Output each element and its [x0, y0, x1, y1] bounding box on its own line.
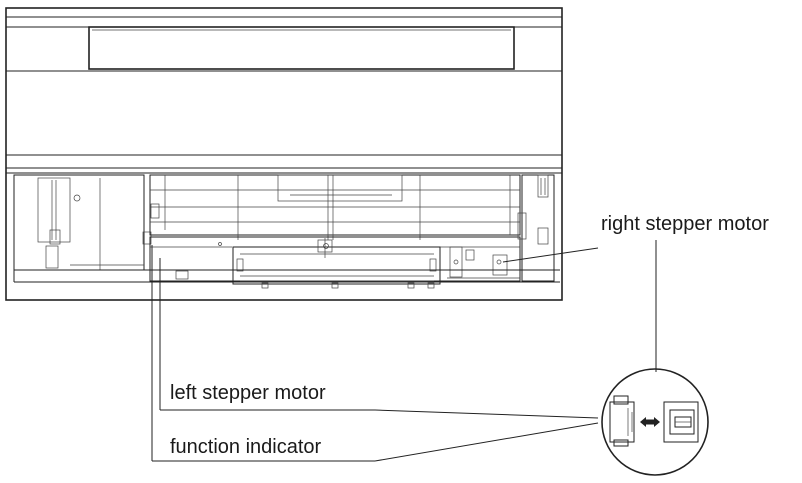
right-stepper-motor-label: right stepper motor	[601, 213, 769, 235]
left-stepper-motor-label: left stepper motor	[170, 382, 326, 404]
internal-mechanics	[13, 174, 560, 289]
connector-detail	[601, 368, 709, 476]
function-indicator-label: function indicator	[170, 436, 322, 458]
unit-top-panel	[5, 7, 563, 301]
leader-lines	[151, 240, 657, 462]
